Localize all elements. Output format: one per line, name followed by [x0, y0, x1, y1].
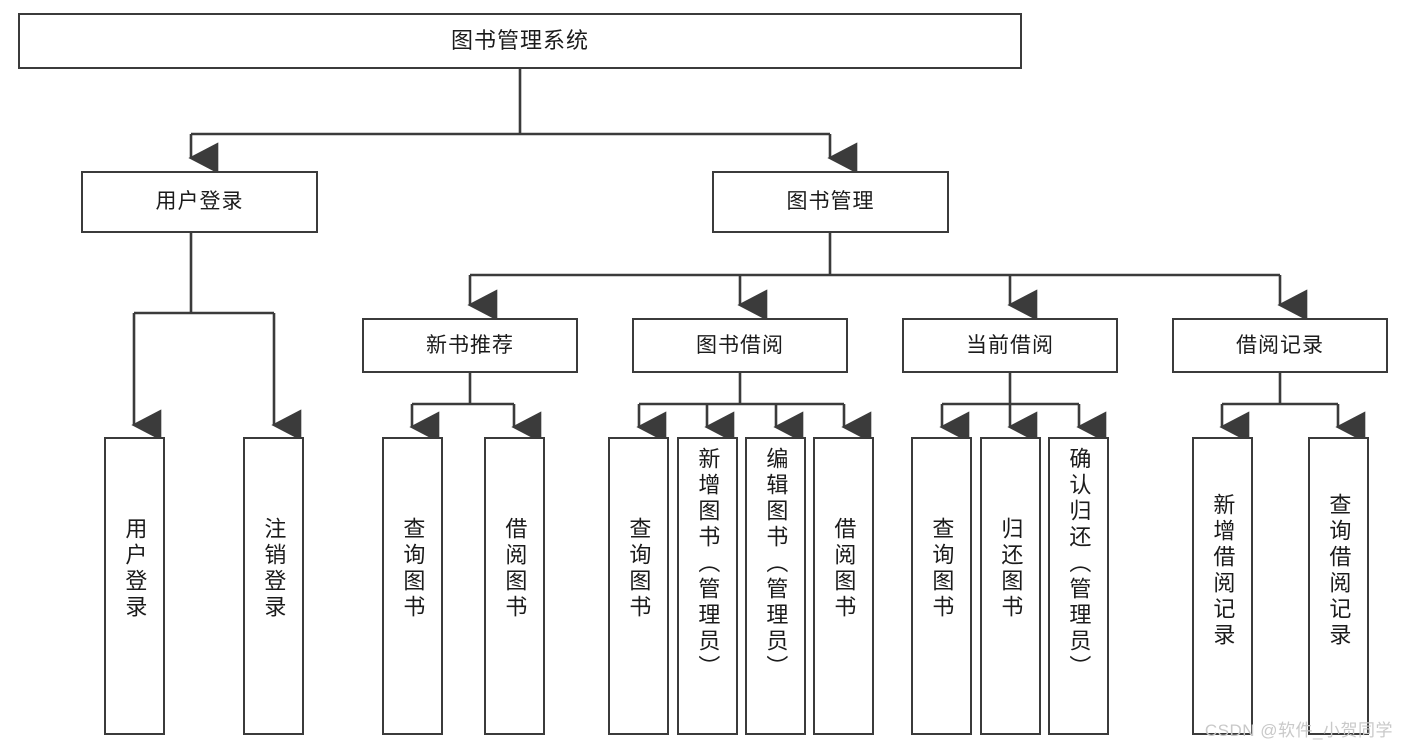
leaf-add-book-admin[interactable]: 新增图书（管理员） — [677, 437, 738, 735]
node-label: 确认归还（管理员） — [1066, 447, 1092, 681]
node-user-login[interactable]: 用户登录 — [81, 171, 318, 233]
leaf-user-login[interactable]: 用户登录 — [104, 437, 165, 735]
leaf-query-book-recommend[interactable]: 查询图书 — [382, 437, 443, 735]
node-root-system[interactable]: 图书管理系统 — [18, 13, 1022, 69]
node-label: 查询图书 — [929, 517, 955, 621]
node-label: 查询图书 — [626, 517, 652, 621]
node-label: 用户登录 — [155, 190, 244, 214]
node-label: 当前借阅 — [966, 333, 1054, 357]
node-label: 借阅图书 — [831, 517, 857, 621]
node-book-borrow[interactable]: 图书借阅 — [632, 318, 848, 373]
node-label: 查询图书 — [400, 517, 426, 621]
node-label: 注销登录 — [261, 517, 287, 621]
leaf-query-book-borrow[interactable]: 查询图书 — [608, 437, 669, 735]
node-label: 借阅记录 — [1236, 333, 1324, 357]
node-book-management[interactable]: 图书管理 — [712, 171, 949, 233]
node-borrow-records[interactable]: 借阅记录 — [1172, 318, 1388, 373]
leaf-borrow-book-recommend[interactable]: 借阅图书 — [484, 437, 545, 735]
node-label: 查询借阅记录 — [1326, 493, 1352, 649]
leaf-return-book[interactable]: 归还图书 — [980, 437, 1041, 735]
node-label: 新书推荐 — [426, 333, 514, 357]
leaf-add-borrow-record[interactable]: 新增借阅记录 — [1192, 437, 1253, 735]
node-current-borrow[interactable]: 当前借阅 — [902, 318, 1118, 373]
leaf-confirm-return-admin[interactable]: 确认归还（管理员） — [1048, 437, 1109, 735]
leaf-logout[interactable]: 注销登录 — [243, 437, 304, 735]
leaf-borrow-book[interactable]: 借阅图书 — [813, 437, 874, 735]
node-label: 归还图书 — [998, 517, 1024, 621]
leaf-query-borrow-record[interactable]: 查询借阅记录 — [1308, 437, 1369, 735]
leaf-query-book-current[interactable]: 查询图书 — [911, 437, 972, 735]
node-label: 新增借阅记录 — [1210, 493, 1236, 649]
node-label: 图书管理 — [786, 190, 875, 214]
node-label: 图书借阅 — [696, 333, 784, 357]
watermark: CSDN @软件_小贺同学 — [1204, 721, 1393, 740]
node-label: 图书管理系统 — [450, 27, 589, 53]
node-label: 借阅图书 — [502, 517, 528, 621]
node-label: 用户登录 — [122, 517, 148, 621]
node-new-book-recommend[interactable]: 新书推荐 — [362, 318, 578, 373]
leaf-edit-book-admin[interactable]: 编辑图书（管理员） — [745, 437, 806, 735]
node-label: 新增图书（管理员） — [695, 447, 721, 681]
node-label: 编辑图书（管理员） — [763, 447, 789, 681]
